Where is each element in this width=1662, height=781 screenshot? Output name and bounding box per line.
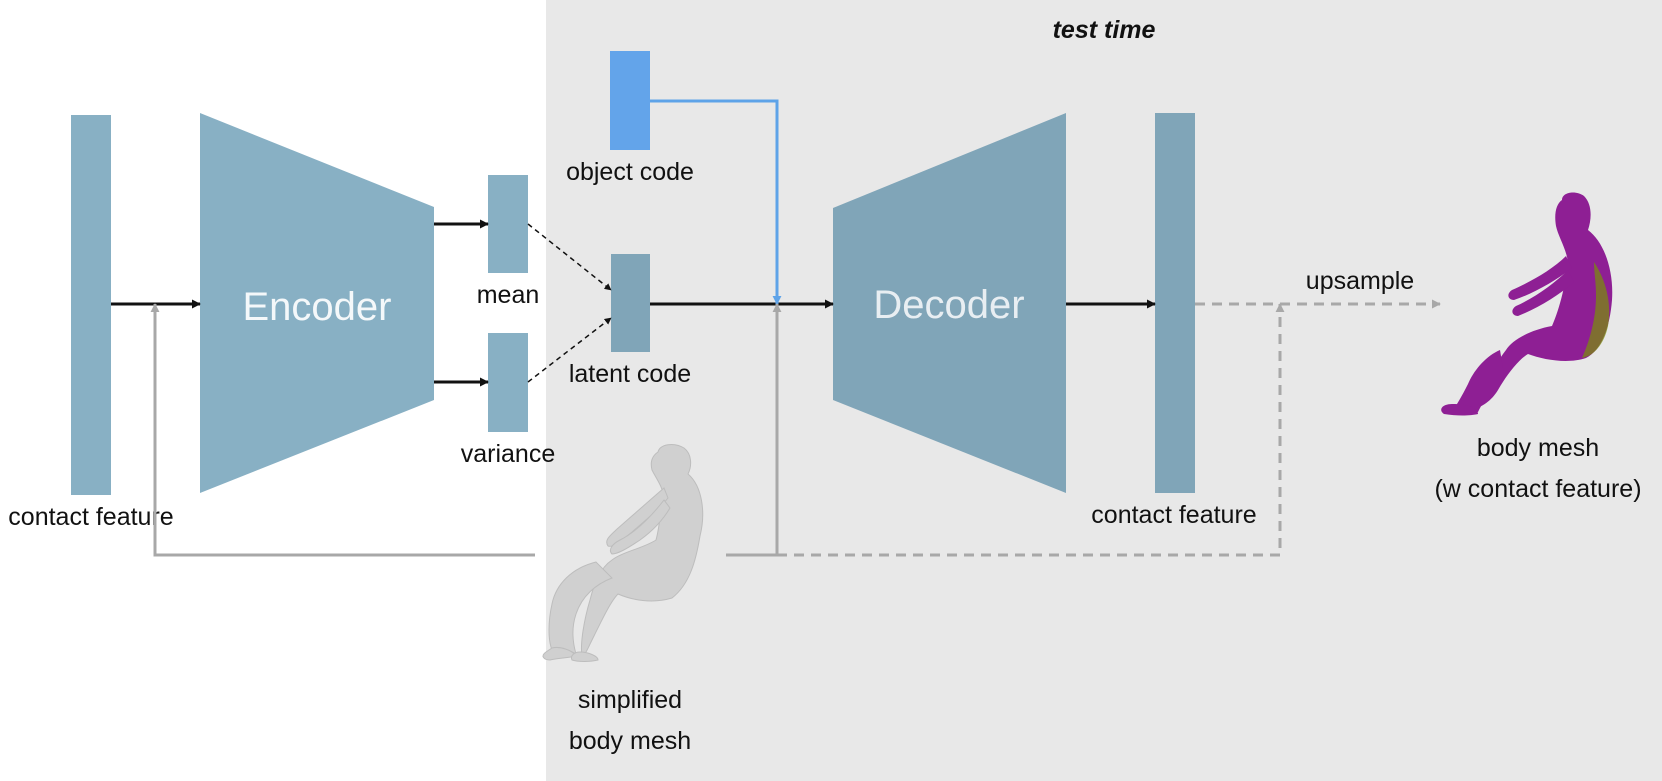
output-contact-feature-label: contact feature — [1091, 501, 1256, 529]
object-code-label: object code — [566, 158, 694, 186]
decoder-block — [833, 113, 1066, 493]
upsample-label: upsample — [1306, 267, 1414, 295]
input-contact-feature-block — [71, 115, 111, 495]
body-mesh-label-line1: body mesh — [1477, 434, 1599, 462]
mesh-to-upsample-dashed-arrow — [777, 303, 1285, 557]
test-time-label: test time — [1053, 16, 1156, 44]
simplified-mesh-label-line2: body mesh — [569, 727, 691, 755]
object-code-block — [610, 51, 650, 150]
simplified-mesh-label-line1: simplified — [578, 686, 682, 714]
encoder-label: Encoder — [243, 285, 392, 329]
variance-block — [488, 333, 528, 432]
latent-code-label: latent code — [569, 360, 691, 388]
decoder-label: Decoder — [873, 283, 1024, 327]
object-code-arrow — [650, 99, 782, 305]
simplified-body-mesh-figure — [542, 444, 704, 662]
body-mesh-with-contact-figure — [1441, 192, 1613, 416]
body-mesh-label-line2: (w contact feature) — [1434, 475, 1641, 503]
output-contact-feature-block — [1155, 113, 1195, 493]
input-contact-feature-label: contact feature — [8, 503, 173, 531]
encoder-block — [200, 113, 434, 493]
mesh-to-encoder-condition-arrow — [150, 303, 535, 557]
variance-label: variance — [461, 440, 556, 468]
latent-code-block — [611, 254, 650, 352]
mean-label: mean — [477, 281, 540, 309]
mean-block — [488, 175, 528, 273]
